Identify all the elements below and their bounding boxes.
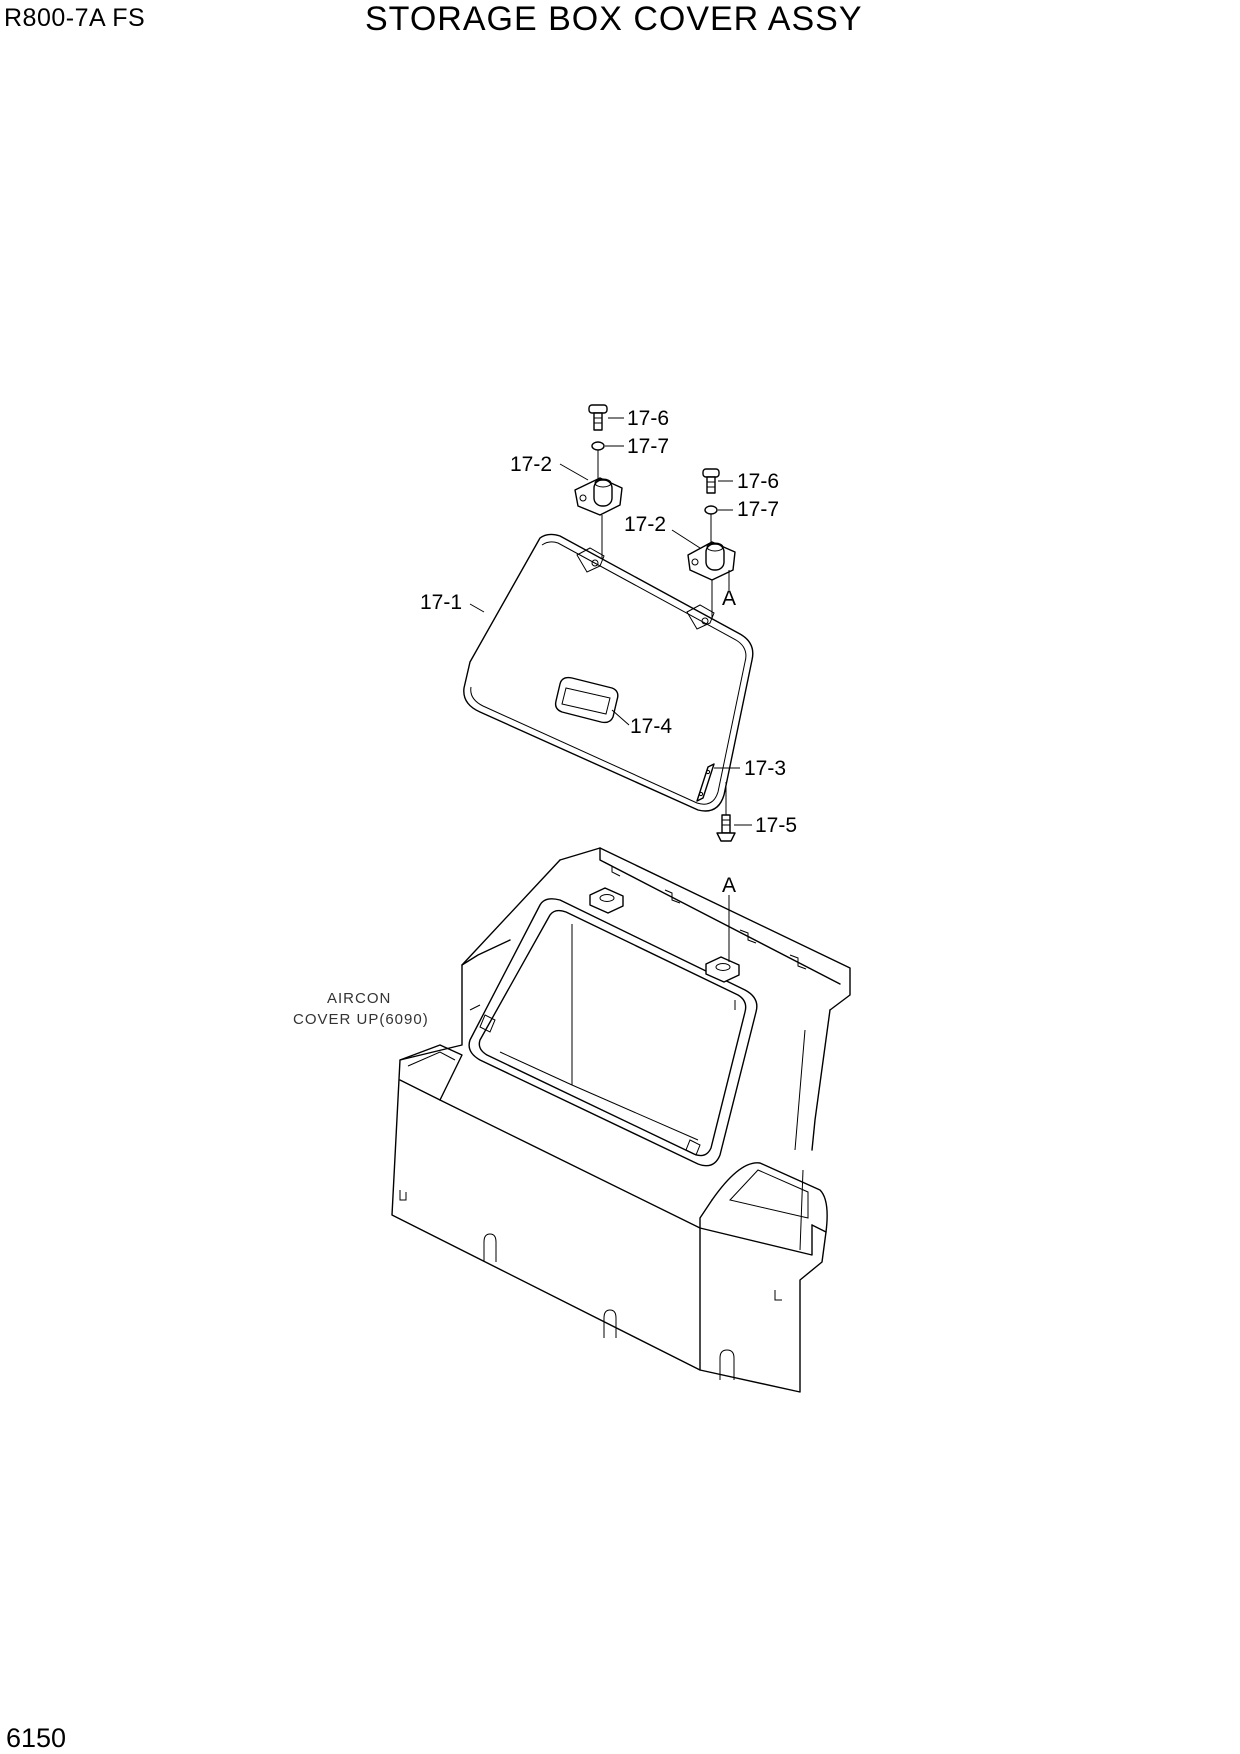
- note-aircon-line2: COVER UP(6090): [293, 1011, 429, 1028]
- hinge-17-2-right: [687, 541, 736, 581]
- reference-a-top: A: [722, 587, 736, 610]
- model-code: R800-7A FS: [4, 4, 146, 32]
- callout-17-1: 17-1: [420, 591, 462, 614]
- page-title: STORAGE BOX COVER ASSY: [365, 0, 863, 38]
- reference-a-bottom: A: [722, 874, 736, 897]
- callout-17-4: 17-4: [630, 715, 672, 738]
- cover-17-1: [463, 533, 754, 812]
- leader-lines: [469, 417, 752, 962]
- screw-17-6-right: [702, 468, 720, 494]
- washer-17-7-right: [704, 505, 718, 515]
- page-number: 6150: [6, 1723, 67, 1753]
- screw-17-5: [716, 782, 736, 842]
- callout-17-7-left: 17-7: [627, 435, 669, 458]
- washer-17-7-left: [591, 441, 605, 451]
- callout-17-6-right: 17-6: [737, 470, 779, 493]
- callout-17-7-right: 17-7: [737, 498, 779, 521]
- storage-box-body: [391, 847, 851, 1393]
- plate-17-3: [696, 763, 715, 802]
- callout-17-3: 17-3: [744, 757, 786, 780]
- callout-17-5: 17-5: [755, 814, 797, 837]
- callout-17-2-right: 17-2: [624, 513, 666, 536]
- hinge-17-2-left: [574, 477, 623, 516]
- callout-17-6-left: 17-6: [627, 407, 669, 430]
- note-aircon-line1: AIRCON: [327, 990, 391, 1007]
- callout-17-2-left: 17-2: [510, 453, 552, 476]
- screw-17-6-left: [588, 404, 608, 431]
